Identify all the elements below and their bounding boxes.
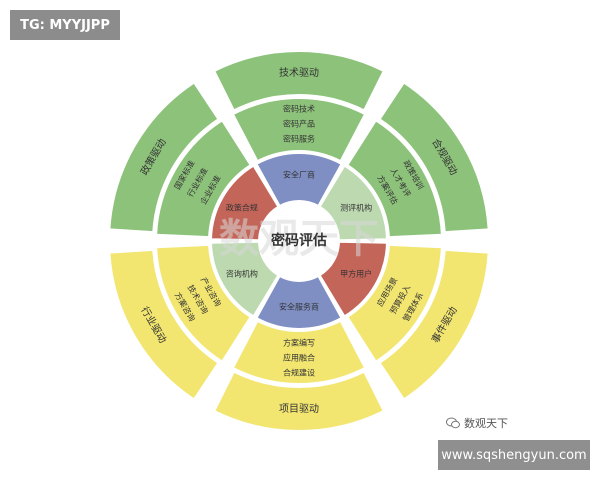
center-label: 密码评估 bbox=[270, 232, 327, 249]
middle-segment bbox=[345, 119, 443, 239]
inner-segment bbox=[318, 164, 389, 242]
wechat-badge: 数观天下 bbox=[446, 414, 508, 432]
outer-segment-label: 项目驱动 bbox=[279, 403, 319, 415]
outer-segment bbox=[108, 248, 220, 401]
watermark-tag: TG: MYYJJPP bbox=[10, 10, 120, 40]
inner-segment bbox=[318, 240, 389, 318]
inner-segment bbox=[209, 240, 280, 318]
middle-segment-line: 方案编写 bbox=[283, 338, 315, 348]
outer-segment-label: 技术驱动 bbox=[279, 66, 319, 79]
outer-segment bbox=[212, 370, 386, 433]
inner-segment bbox=[209, 164, 280, 242]
site-url: www.sqshengyun.com bbox=[438, 440, 590, 470]
inner-segment bbox=[255, 274, 343, 330]
middle-segment-line: 密码技术 bbox=[283, 104, 315, 114]
wechat-label: 数观天下 bbox=[464, 417, 508, 430]
middle-segment-line: 应用融合 bbox=[283, 353, 315, 363]
middle-segment bbox=[155, 119, 253, 239]
middle-segment-line: 合规建设 bbox=[283, 368, 315, 378]
center-circle bbox=[259, 201, 339, 281]
inner-segment-label: 测评机构 bbox=[340, 203, 372, 213]
outer-segment bbox=[212, 50, 386, 112]
middle-segment bbox=[155, 243, 253, 363]
middle-segment-line: 密码服务 bbox=[283, 134, 315, 144]
middle-segment-line: 密码产品 bbox=[283, 119, 315, 129]
outer-segment bbox=[378, 248, 490, 401]
inner-segment-label: 政策合规 bbox=[226, 203, 258, 213]
inner-segment-label: 安全服务商 bbox=[279, 302, 319, 312]
middle-segment bbox=[345, 243, 443, 363]
inner-segment-label: 安全厂商 bbox=[283, 170, 315, 180]
center-watermark: 数观天下 bbox=[219, 216, 379, 262]
inner-segment-label: 咨询机构 bbox=[226, 269, 258, 279]
middle-segment bbox=[231, 319, 367, 385]
middle-segment bbox=[231, 97, 367, 163]
inner-segment-label: 甲方用户 bbox=[340, 269, 372, 279]
outer-segment bbox=[108, 81, 220, 234]
outer-segment bbox=[378, 81, 490, 234]
wechat-icon bbox=[446, 417, 460, 429]
inner-segment bbox=[255, 152, 343, 208]
